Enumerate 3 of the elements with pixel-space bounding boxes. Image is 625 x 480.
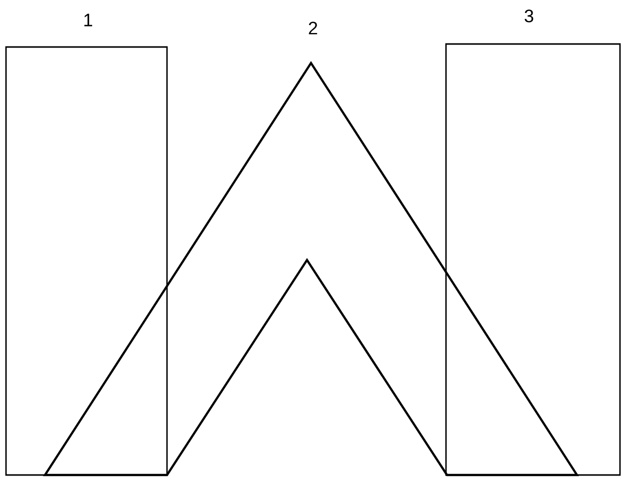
- node-label: 2: [308, 22, 318, 34]
- node-label: 3: [524, 10, 534, 22]
- node-label: 1: [84, 14, 92, 26]
